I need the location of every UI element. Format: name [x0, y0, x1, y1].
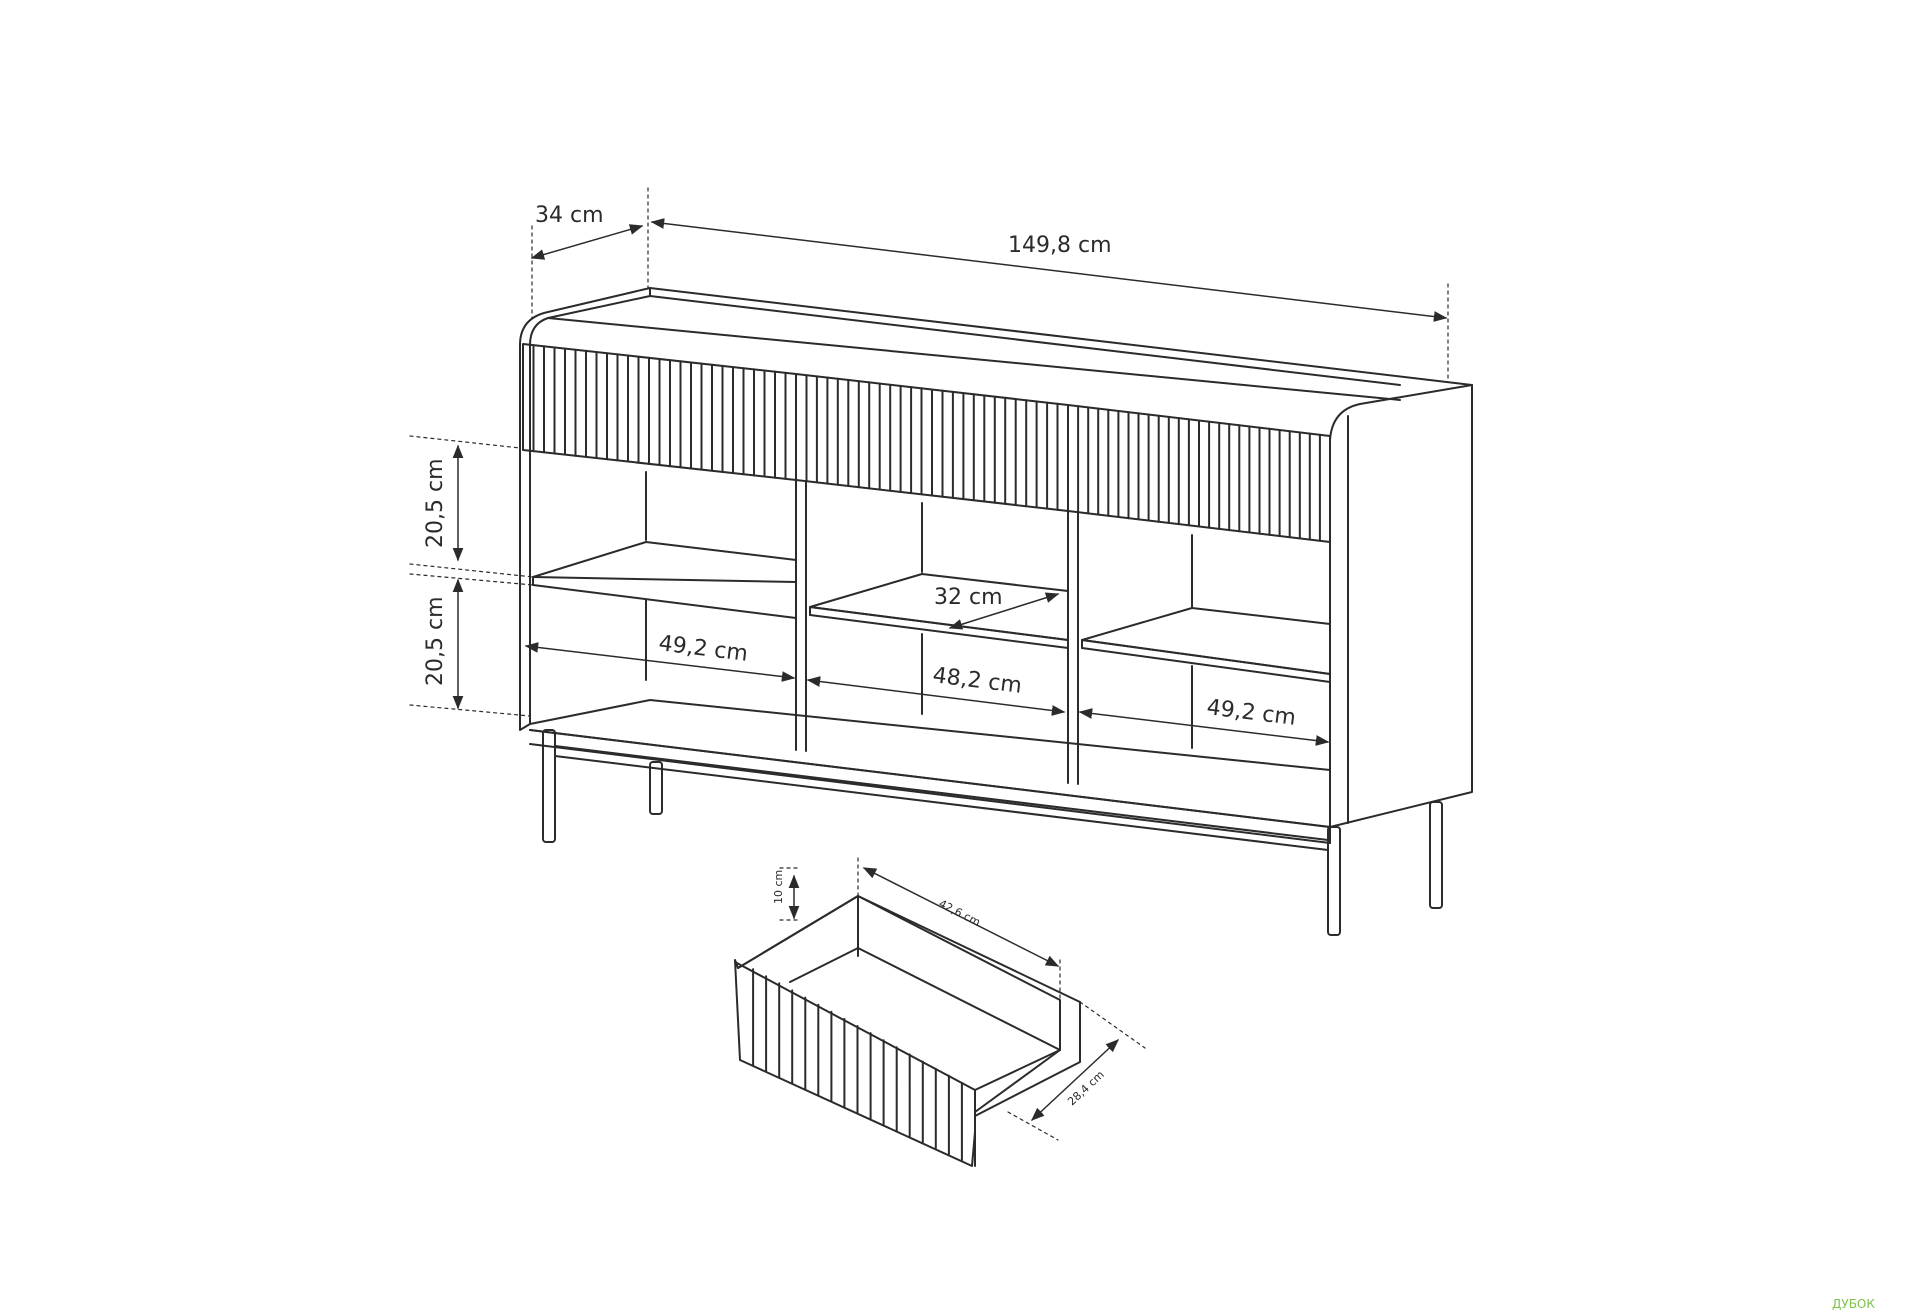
drawer-detail [734, 895, 1081, 1167]
width-label: 149,8 cm [1008, 233, 1112, 258]
shelf-depth-label: 32 cm [934, 585, 1003, 610]
shelf-height-bottom-label: 20,5 cm [423, 596, 448, 686]
dimension-lines [452, 218, 1448, 1121]
drawer-height-label: 10 cm [772, 870, 785, 904]
right-width-label: 49,2 cm [1205, 695, 1297, 731]
dimension-labels: 34 cm 149,8 cm 20,5 cm 20,5 cm 32 cm 49,… [423, 203, 1297, 1108]
depth-label: 34 cm [535, 203, 604, 228]
drawer-width-label: 28,4 cm [1065, 1068, 1107, 1108]
legs [542, 729, 1443, 936]
extension-lines [409, 187, 1449, 1141]
drawer-fronts [522, 343, 1331, 543]
shelf-height-top-label: 20,5 cm [423, 458, 448, 548]
middle-width-label: 48,2 cm [931, 663, 1023, 699]
shelves [532, 541, 1331, 683]
left-width-label: 49,2 cm [657, 631, 749, 667]
drawer-length-label: 42,6 cm [937, 897, 983, 929]
watermark: ДУБОК [1832, 1297, 1875, 1311]
